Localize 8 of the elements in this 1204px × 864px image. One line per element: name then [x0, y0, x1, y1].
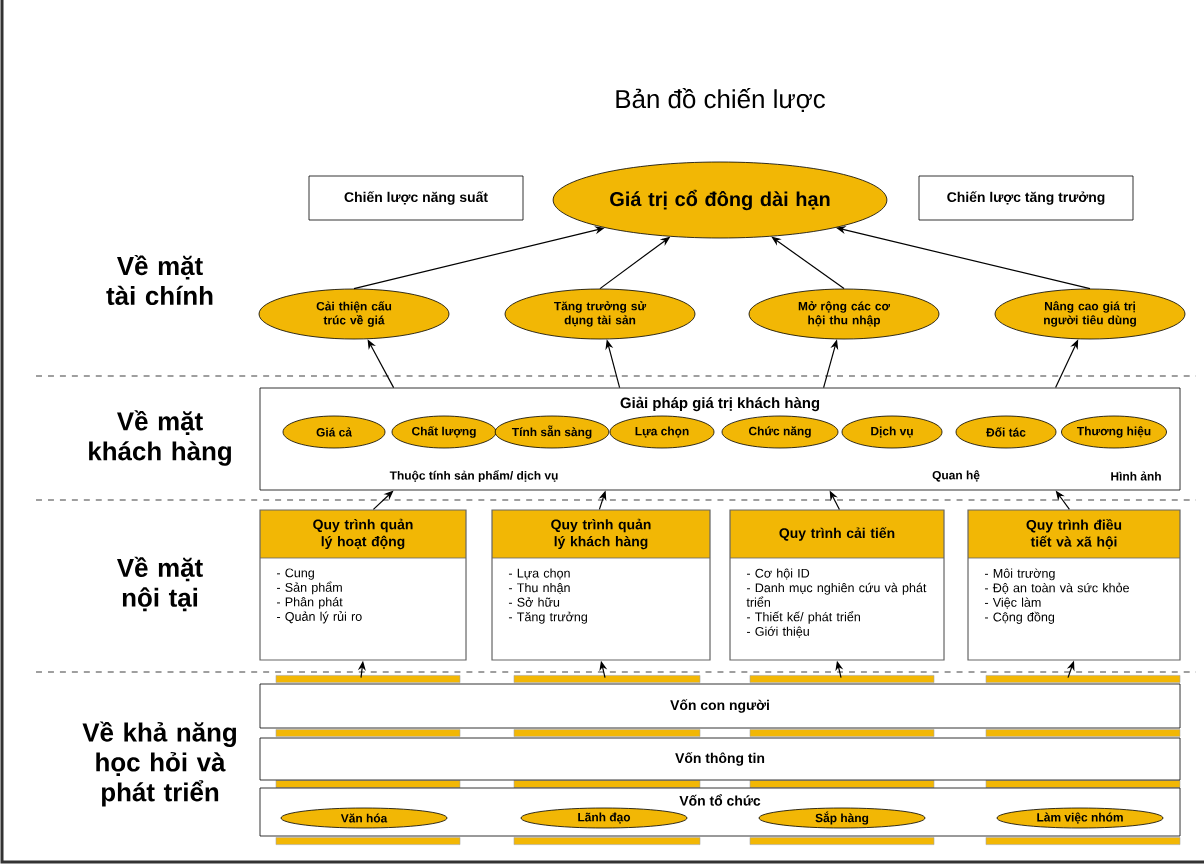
arrow	[771, 236, 845, 290]
arrow	[367, 339, 395, 389]
section-label: Về mặt khách hàng	[89, 410, 231, 466]
title: Bản đồ chiến lược	[616, 88, 825, 112]
arrow	[372, 490, 394, 510]
section-label: Về khả năng học hỏi và phát triển	[82, 721, 236, 807]
section-label: Về mặt tài chính	[106, 255, 213, 306]
section-label: Về mặt nội tại	[117, 556, 203, 612]
